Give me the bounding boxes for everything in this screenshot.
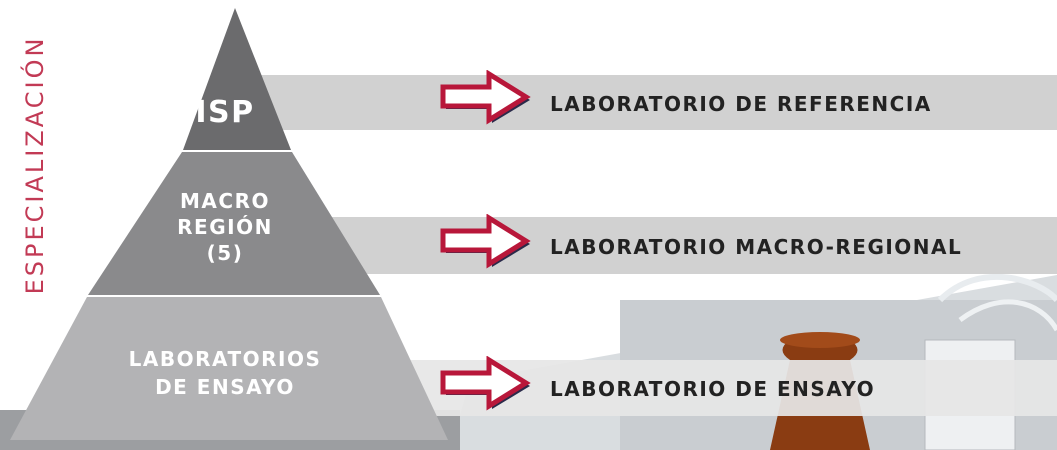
arrow-right-icon	[440, 70, 531, 125]
lab-label-ensayo: LABORATORIO DE ENSAYO	[550, 377, 876, 401]
pyramid-tier-middle	[88, 152, 380, 295]
pyramid-tier-top	[183, 8, 291, 150]
lab-label-macro-regional: LABORATORIO MACRO-REGIONAL	[550, 235, 963, 259]
pyramid-tier-bottom	[10, 297, 448, 440]
tier-label-macro-region: MACRO REGIÓN (5)	[150, 188, 300, 266]
tier-line: (5)	[206, 241, 244, 265]
band-macro-regional	[240, 217, 1057, 274]
tier-line: REGIÓN	[177, 215, 273, 239]
arrow-right-icon	[440, 356, 531, 411]
band-referencia	[240, 75, 1057, 130]
lab-label-referencia: LABORATORIO DE REFERENCIA	[550, 92, 932, 116]
tier-line: DE ENSAYO	[155, 375, 295, 399]
tier-line: LABORATORIOS	[128, 347, 322, 371]
tier-label-laboratorios-ensayo: LABORATORIOS DE ENSAYO	[90, 345, 360, 401]
tier-label-isp: ISP	[195, 95, 255, 130]
hierarchy-pyramid	[10, 8, 448, 440]
arrow-right-icon	[440, 214, 531, 269]
tier-line: MACRO	[180, 189, 270, 213]
